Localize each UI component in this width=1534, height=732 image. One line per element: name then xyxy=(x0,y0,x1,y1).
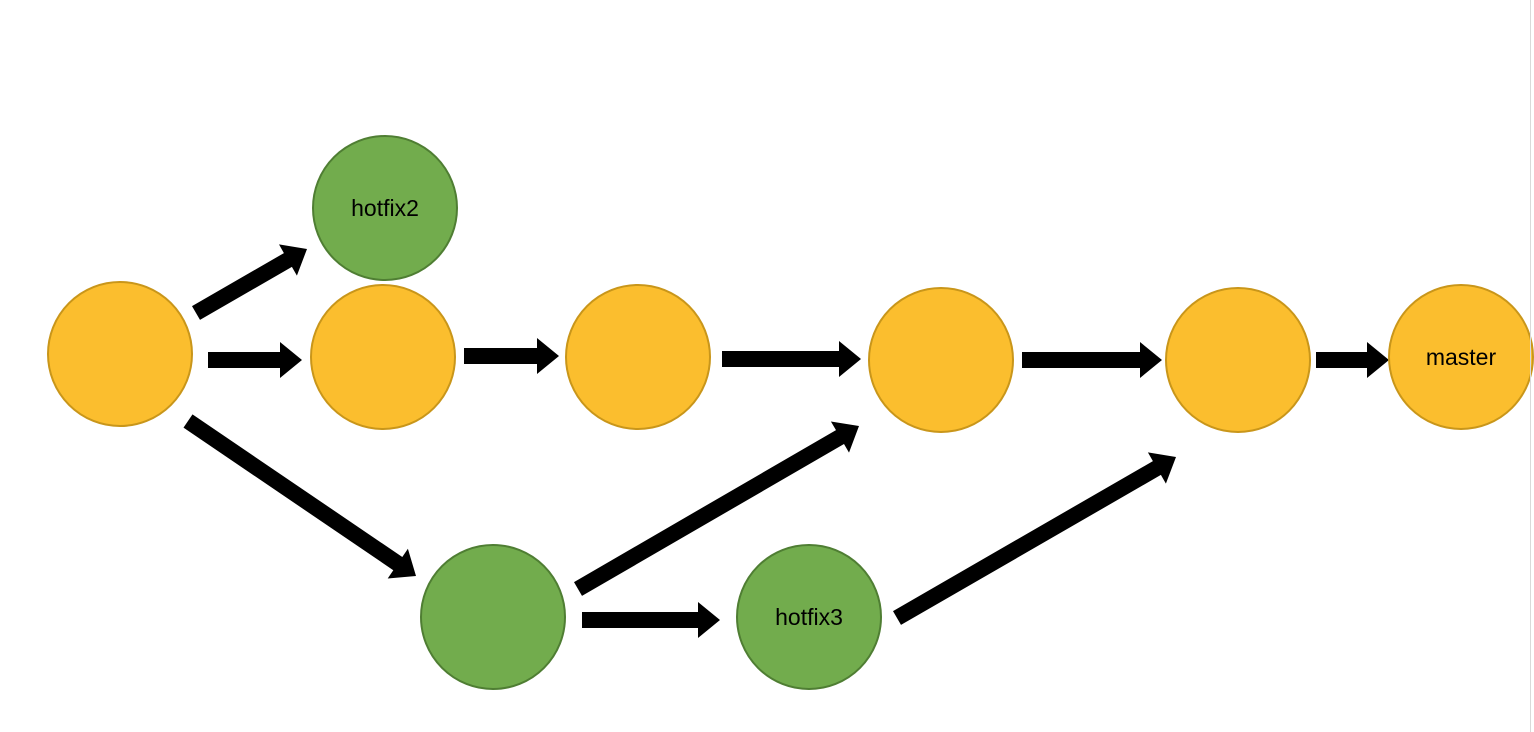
arrow-hotfix3-to-c4 xyxy=(893,452,1176,625)
commit-node-hotfix2: hotfix2 xyxy=(312,135,458,281)
commit-circle xyxy=(47,281,193,427)
arrow-c3-to-c4 xyxy=(1022,342,1162,378)
commit-node-master: master xyxy=(1388,284,1534,430)
commit-circle xyxy=(312,135,458,281)
commit-node-c0 xyxy=(47,281,193,427)
arrow-c1-to-c2 xyxy=(464,338,559,374)
commit-node-c2 xyxy=(565,284,711,430)
commit-label: master xyxy=(1426,344,1497,370)
commit-circle xyxy=(1388,284,1534,430)
edges-layer xyxy=(183,244,1389,638)
commit-circle xyxy=(565,284,711,430)
commit-node-h1 xyxy=(420,544,566,690)
commit-circle xyxy=(1165,287,1311,433)
commit-circle xyxy=(736,544,882,690)
commit-node-c3 xyxy=(868,287,1014,433)
commit-label: hotfix3 xyxy=(775,604,843,630)
commit-circle xyxy=(868,287,1014,433)
commit-node-c4 xyxy=(1165,287,1311,433)
arrow-c4-to-master xyxy=(1316,342,1389,378)
arrow-c0-to-c1 xyxy=(208,342,302,378)
arrow-c2-to-c3 xyxy=(722,341,861,377)
commit-node-hotfix3: hotfix3 xyxy=(736,544,882,690)
commit-circle xyxy=(420,544,566,690)
commit-label: hotfix2 xyxy=(351,195,419,221)
nodes-layer: hotfix2 master hotfix3 xyxy=(47,135,1534,690)
arrow-h1-to-hotfix3 xyxy=(582,602,720,638)
arrow-h1-to-c3 xyxy=(574,421,859,596)
arrow-c0-to-h1 xyxy=(183,414,416,579)
right-border-line xyxy=(1530,0,1531,732)
commit-node-c1 xyxy=(310,284,456,430)
arrow-c0-to-hotfix2 xyxy=(192,244,307,320)
commit-circle xyxy=(310,284,456,430)
